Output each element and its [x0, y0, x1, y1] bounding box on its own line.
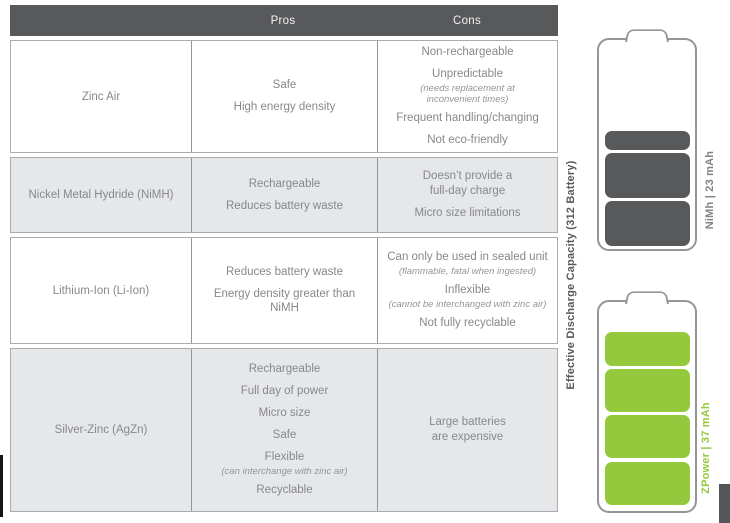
nimh-battery-illustration: [597, 29, 697, 251]
battery-segment: [605, 415, 690, 458]
cons-cell: Large batteries are expensive: [377, 349, 557, 511]
pros-item: Safe: [272, 79, 297, 92]
cons-item: Large batteries are expensive: [429, 416, 506, 443]
battery-type-name: Lithium-Ion (Li-Ion): [52, 284, 150, 297]
battery-segment: [605, 462, 690, 505]
pros-item: Rechargeable: [248, 177, 321, 190]
battery-type-name: Nickel Metal Hydride (NiMH): [28, 189, 174, 201]
table-header: Pros Cons: [10, 5, 558, 36]
cons-item: Not eco-friendly: [427, 134, 508, 147]
pros-item: Full day of power: [240, 385, 329, 398]
bottom-right-crop-bar: [719, 484, 730, 523]
battery-type-cell: Zinc Air: [11, 41, 191, 152]
cons-item: Inflexible: [444, 284, 491, 297]
pros-item: (can interchange with zinc air): [221, 465, 348, 477]
battery-type-cell: Silver-Zinc (AgZn): [11, 349, 191, 511]
nimh-capacity-label: NiMh | 23 mAh: [704, 150, 716, 230]
cons-item: Not fully recyclable: [419, 316, 516, 329]
battery-type-name: Zinc Air: [81, 90, 121, 103]
cons-item: (flammable, fatal when ingested): [398, 266, 537, 278]
cons-item: Unpredictable: [432, 67, 503, 80]
pros-item: Energy density greater than NiMH: [213, 287, 356, 315]
cons-cell: Can only be used in sealed unit (flammabl…: [377, 238, 557, 343]
battery-type-cell: Lithium-Ion (Li-Ion): [11, 238, 191, 343]
cons-item: (needs replacement at inconvenient times…: [420, 82, 515, 106]
zpower-capacity-label: ZPower | 37 mAh: [700, 402, 712, 494]
pros-item: High energy density: [233, 101, 336, 113]
pros-item: Safe: [272, 429, 297, 442]
table-row: Nickel Metal Hydride (NiMH) Rechargeable…: [10, 157, 558, 233]
battery-cap: [625, 29, 669, 42]
pros-item: Flexible: [264, 450, 305, 463]
cons-item: (cannot be interchanged with zinc air): [388, 298, 547, 310]
header-pros: Pros: [270, 14, 296, 27]
battery-cap: [625, 291, 669, 304]
cons-item: Can only be used in sealed unit: [387, 251, 548, 264]
cons-item: Frequent handling/changing: [396, 112, 539, 125]
pros-item: Reduces battery waste: [226, 265, 343, 278]
battery-segment: [605, 201, 690, 246]
pros-item: Micro size: [258, 407, 311, 420]
cons-item: Micro size limitations: [414, 206, 521, 219]
header-cons: Cons: [452, 14, 482, 27]
battery-segment: [605, 332, 690, 366]
pros-item: Rechargeable: [248, 363, 321, 376]
battery-segment: [605, 153, 690, 198]
zpower-battery-illustration: [597, 291, 697, 513]
cons-item: Doesn’t provide a full-day charge: [422, 170, 513, 198]
header-type-column: [10, 5, 190, 36]
cons-item: Non-rechargeable: [421, 45, 514, 58]
capacity-axis-label: Effective Discharge Capacity (312 Batter…: [565, 160, 577, 390]
battery-type-name: Silver-Zinc (AgZn): [54, 424, 148, 436]
left-edge-crop-bar: [0, 455, 3, 517]
pros-item: Recyclable: [256, 483, 313, 496]
pros-item: Reduces battery waste: [226, 199, 343, 212]
battery-segment: [605, 131, 690, 150]
table-row: Lithium-Ion (Li-Ion) Reduces battery was…: [10, 237, 558, 344]
battery-type-cell: Nickel Metal Hydride (NiMH): [11, 158, 191, 232]
battery-segment: [605, 369, 690, 412]
